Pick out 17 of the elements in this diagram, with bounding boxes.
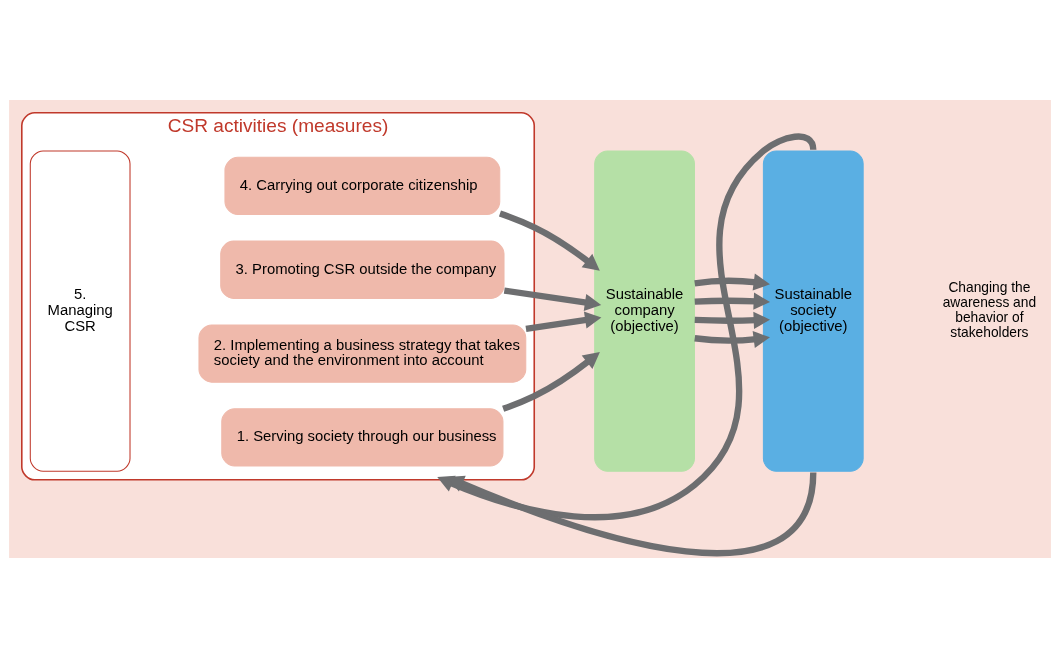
- label: Changing the awareness and behavior of stakeholders: [942, 280, 1037, 341]
- node-box: Sustainable society (objective): [762, 150, 864, 472]
- node-box: 2. Implementing a business strategy that takes society and the environment into account: [198, 324, 527, 383]
- node-box: 1. Serving society through our business: [221, 408, 504, 467]
- arrow: [694, 330, 770, 348]
- node-box: 5. Managing CSR: [29, 150, 131, 472]
- arrow: [498, 210, 600, 271]
- arrow: [437, 133, 817, 521]
- arrow: [525, 311, 602, 333]
- arrow: [502, 352, 600, 412]
- node-box: 3. Promoting CSR outside the company: [220, 240, 505, 299]
- arrow: [694, 273, 770, 291]
- node-box: 4. Carrying out corporate citizenship: [224, 156, 501, 216]
- arrow: [503, 287, 602, 311]
- arrow: [694, 292, 771, 310]
- arrow: [694, 311, 771, 329]
- node-box: Sustainable company (objective): [594, 150, 695, 472]
